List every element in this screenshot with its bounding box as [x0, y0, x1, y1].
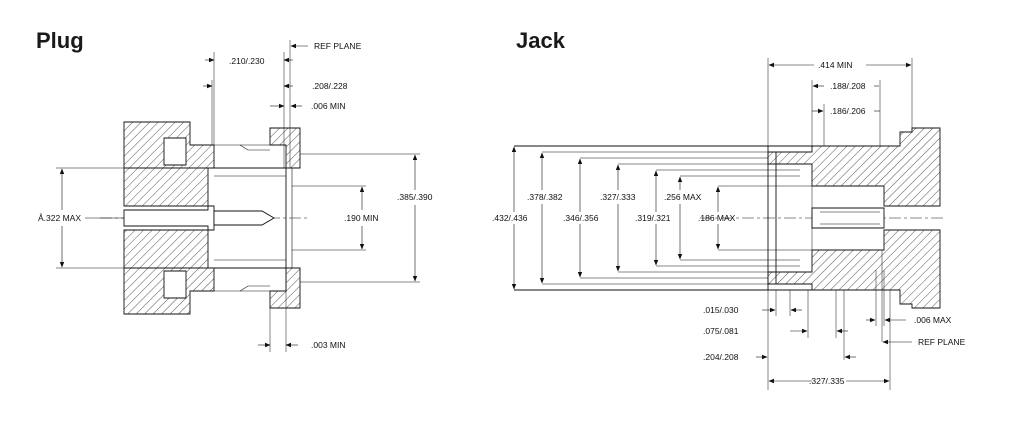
jack-dim-327-333: .327/.333 [600, 192, 636, 202]
jack-dim-188-208: .188/.208 [830, 81, 866, 91]
plug-title: Plug [36, 28, 84, 53]
jack-dim-186-max: .186 MAX [698, 213, 736, 223]
jack-dim-414-min: .414 MIN [818, 60, 853, 70]
jack-dim-256-max: .256 MAX [664, 192, 702, 202]
plug-dim-208-228: .208/.228 [312, 81, 348, 91]
jack-dim-319-321: .319/.321 [635, 213, 671, 223]
plug-dim-003-min: .003 MIN [311, 340, 346, 350]
jack-dim-006-max: .006 MAX [914, 315, 952, 325]
plug-dim-006-min: .006 MIN [311, 101, 346, 111]
jack-dim-327-335: .327/.335 [809, 376, 845, 386]
jack-title: Jack [516, 28, 565, 53]
plug-dim-190-min: .190 MIN [344, 213, 379, 223]
jack-dim-015-030: .015/.030 [703, 305, 739, 315]
plug-dim-210-230: .210/.230 [229, 56, 265, 66]
plug-section: .210/.230 REF PLANE .208/.228 .006 MIN .… [38, 40, 433, 352]
jack-dim-432-436: .432/.436 [492, 213, 528, 223]
jack-dim-346-356: .346/.356 [563, 213, 599, 223]
jack-dim-204-208: .204/.208 [703, 352, 739, 362]
jack-ref-plane: REF PLANE [918, 337, 966, 347]
plug-dim-322-max: Å.322 MAX [38, 213, 81, 223]
plug-dim-385-390: .385/.390 [397, 192, 433, 202]
jack-dim-075-081: .075/.081 [703, 326, 739, 336]
jack-dim-186-206: .186/.206 [830, 106, 866, 116]
jack-section: .414 MIN .188/.208 .186/.206 .432/.436 .… [492, 58, 966, 390]
plug-ref-plane: REF PLANE [314, 41, 362, 51]
jack-dim-378-382: .378/.382 [527, 192, 563, 202]
